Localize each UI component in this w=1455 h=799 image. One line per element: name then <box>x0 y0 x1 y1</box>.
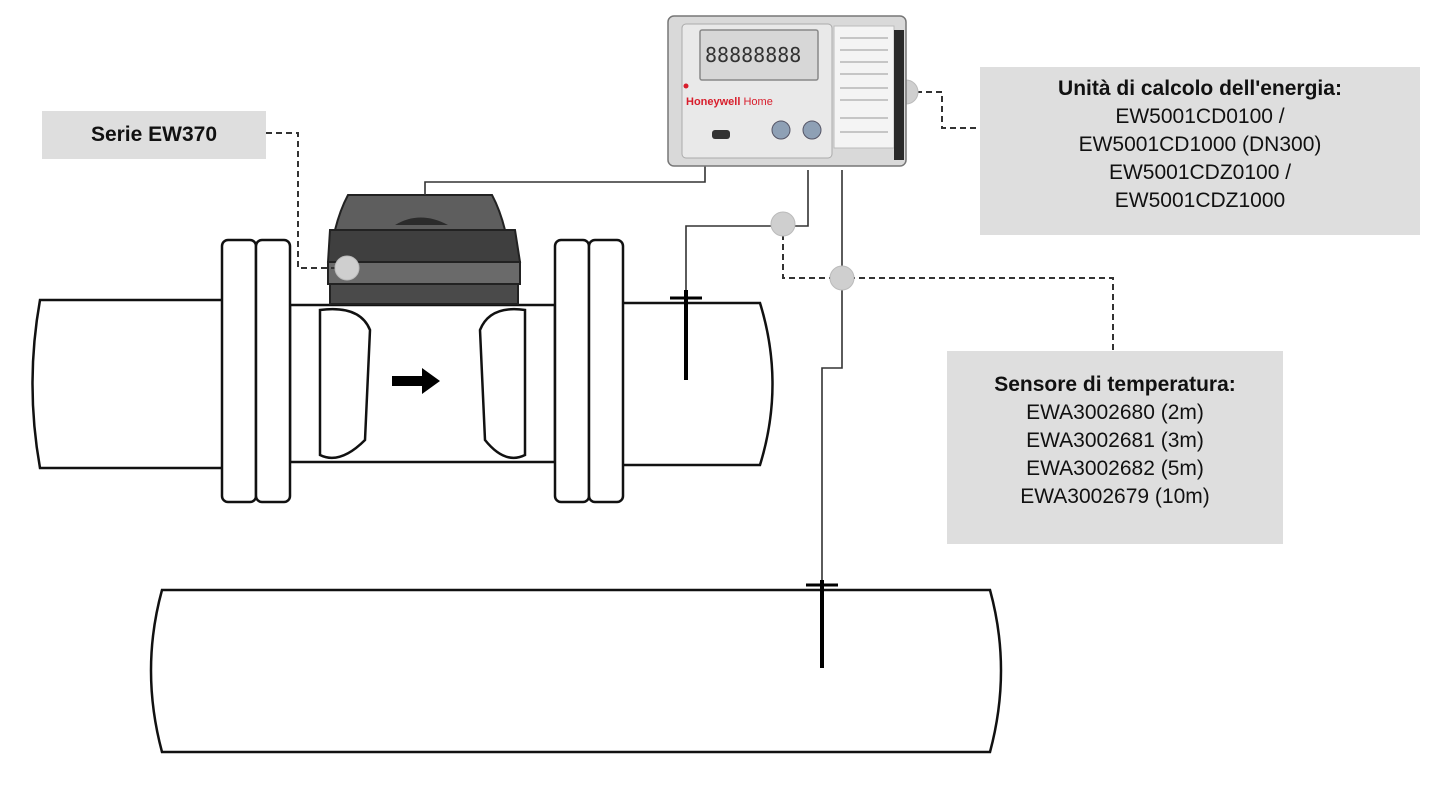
temperature-sensor-return <box>806 580 838 668</box>
meter-series-label: Serie EW370 <box>42 111 266 159</box>
energy-unit-model: EW5001CDZ1000 <box>1114 189 1286 212</box>
lcd-digits: 88888888 <box>705 43 801 67</box>
energy-unit-model: EW5001CD0100 / <box>1115 105 1285 128</box>
temperature-sensor-supply <box>670 290 702 380</box>
energy-unit-model: EW5001CD1000 (DN300) <box>1078 133 1322 156</box>
pipe-flanges <box>220 238 625 504</box>
energy-unit-callout: Unità di calcolo dell'energia: EW5001CD0… <box>980 67 1420 235</box>
button-right-icon <box>802 120 822 140</box>
leader-lines <box>266 91 1114 351</box>
energy-calculator-unit: 88888888 Honeywell Home <box>667 15 907 167</box>
temperature-sensor-model: EWA3002680 (2m) <box>1026 401 1204 424</box>
temperature-sensor-callout: Sensore di temperatura: EWA3002680 (2m) … <box>947 351 1283 544</box>
temperature-sensor-title: Sensore di temperatura: <box>994 373 1236 396</box>
optical-port-icon <box>712 130 730 139</box>
button-left-icon <box>771 120 791 140</box>
energy-unit-title: Unità di calcolo dell'energia: <box>1058 77 1342 100</box>
temperature-sensor-model: EWA3002681 (3m) <box>1026 429 1204 452</box>
status-led-icon <box>683 83 689 89</box>
brand-logo: Honeywell Home <box>686 96 773 108</box>
water-meter <box>326 194 522 305</box>
energy-unit-model: EW5001CDZ0100 / <box>1108 161 1292 184</box>
temperature-sensor-model: EWA3002679 (10m) <box>1020 485 1210 508</box>
flow-right-arrow-icon <box>392 368 440 394</box>
temperature-sensor-model: EWA3002682 (5m) <box>1026 457 1204 480</box>
return-pipe <box>149 588 1003 754</box>
